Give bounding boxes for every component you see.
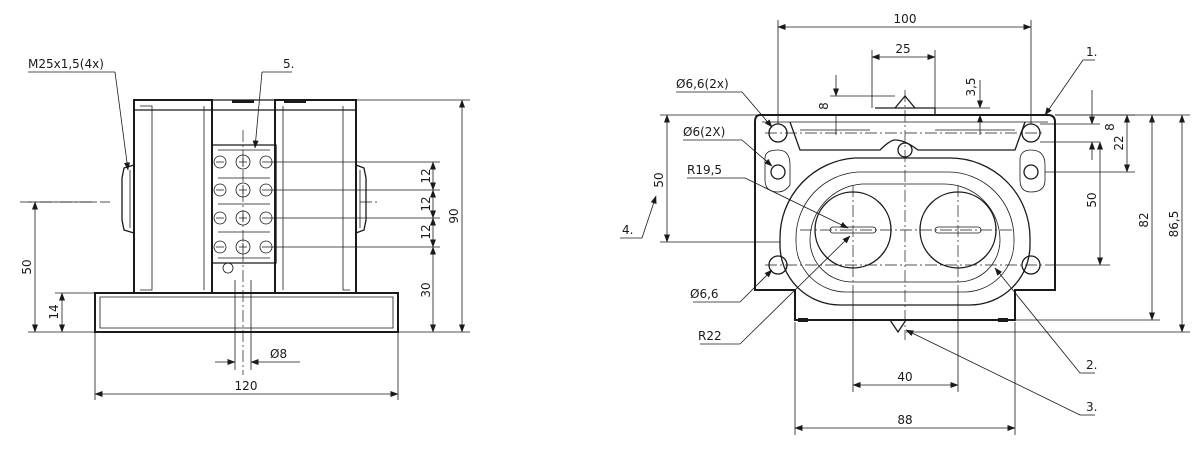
callout-5: 5. <box>283 57 294 71</box>
dim-dia-8: Ø8 <box>270 347 287 361</box>
base-plate <box>94 292 399 333</box>
dim-14: 14 <box>47 304 61 319</box>
front-view-dimensions: 100 25 8 3,5 8 22 50 82 86,5 50 40 88 Ø6… <box>620 12 1190 435</box>
dim-50-right: 50 <box>1085 192 1099 207</box>
hole-6-right <box>1023 164 1039 180</box>
dim-8-top: 8 <box>817 102 831 110</box>
dim-88: 88 <box>897 413 912 427</box>
dim-120: 120 <box>235 379 258 393</box>
hole-6-6-label: Ø6,6 <box>690 287 719 301</box>
left-cable-gland <box>121 164 135 234</box>
dim-30: 30 <box>419 282 433 297</box>
dim-40: 40 <box>897 370 912 384</box>
radius-19-5-label: R19,5 <box>687 163 722 177</box>
dim-82: 82 <box>1137 212 1151 227</box>
dim-3-5: 3,5 <box>964 77 978 96</box>
oval-recess-inner <box>795 171 1015 293</box>
hole-6-left <box>770 164 786 180</box>
callout-2: 2. <box>1086 358 1097 372</box>
oval-recess-outer <box>779 157 1031 306</box>
dim-22: 22 <box>1112 135 1126 150</box>
dim-50-left: 50 <box>652 172 666 187</box>
dim-90: 90 <box>447 208 461 223</box>
dim-100: 100 <box>894 12 917 26</box>
right-housing <box>274 99 357 294</box>
callout-3: 3. <box>1086 400 1097 414</box>
dim-25: 25 <box>895 42 910 56</box>
hole-6-2x-label: Ø6(2X) <box>683 125 725 139</box>
dim-86-5: 86,5 <box>1167 211 1181 238</box>
front-view <box>754 90 1056 340</box>
thread-label: M25x1,5(4x) <box>28 57 104 71</box>
side-view-dimensions: M25x1,5(4x) 5. 12 12 12 90 30 50 14 Ø8 1… <box>20 57 470 400</box>
callout-1: 1. <box>1086 45 1097 59</box>
left-housing <box>133 99 213 294</box>
radius-22-label: R22 <box>698 329 722 343</box>
dim-8-right: 8 <box>1103 123 1117 131</box>
dim-12-a: 12 <box>419 168 433 183</box>
dim-12-c: 12 <box>419 224 433 239</box>
hole-6-6-2x-label: Ø6,6(2x) <box>676 77 729 91</box>
right-cable-gland <box>355 164 367 234</box>
callout-4: 4. <box>622 223 633 237</box>
side-view <box>20 99 399 375</box>
dim-50-side: 50 <box>20 259 34 274</box>
dim-12-b: 12 <box>419 196 433 211</box>
